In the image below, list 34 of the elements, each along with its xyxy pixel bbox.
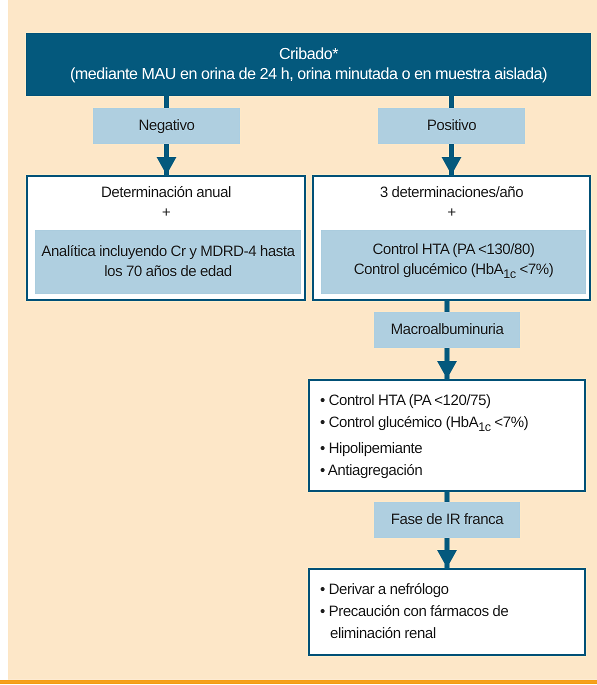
box-text: Determinación anual [101, 183, 231, 203]
arrow [442, 144, 462, 175]
title: Cribado* [278, 44, 338, 64]
box-text: + [447, 203, 456, 223]
outcome-label-box [93, 108, 240, 144]
box-text: (mediante MAU en orina de 24 h, orina minutada o en muestra aislada) [70, 64, 548, 84]
list-item: • Hipolipemiante [320, 438, 424, 458]
list-item: • Derivar a nefrólogo [320, 580, 449, 600]
arrow [156, 144, 176, 175]
box-text: Negativo [138, 116, 194, 136]
outcome-label-box [378, 108, 525, 144]
list-item: • Control HTA (PA <120/75) [320, 390, 491, 410]
process-box [308, 379, 586, 492]
subprocess-box [321, 230, 586, 294]
box-text: Positivo [426, 116, 476, 136]
box-text: Macroalbuminuria [390, 320, 504, 340]
list-item: • Antiagregación [320, 460, 424, 480]
outcome-label-box [374, 502, 520, 538]
arrow [437, 538, 457, 568]
box-text: Fase de IR franca [390, 510, 504, 530]
subprocess-box [35, 230, 301, 294]
outcome-label-box [374, 312, 520, 348]
header-box [26, 33, 591, 96]
box-text: 3 determinaciones/año [380, 183, 524, 203]
process-box [308, 568, 586, 656]
process-box [26, 175, 306, 301]
process-box [312, 175, 591, 301]
arrow [437, 348, 457, 379]
list-item: • Control glucémico (HbA$_{1c}$ <7%) [320, 412, 528, 436]
box-text: Control HTA (PA <130/80) [372, 240, 534, 260]
box-text: + [162, 203, 170, 223]
box-text: Control glucémico (HbA$_{1c}$ <7%) [354, 260, 554, 283]
box-text: Analítica incluyendo Cr y MDRD-4 hasta los 70 años de edad [40, 242, 296, 282]
list-item: • Precaución con fármacos de eliminación renal [320, 602, 510, 644]
